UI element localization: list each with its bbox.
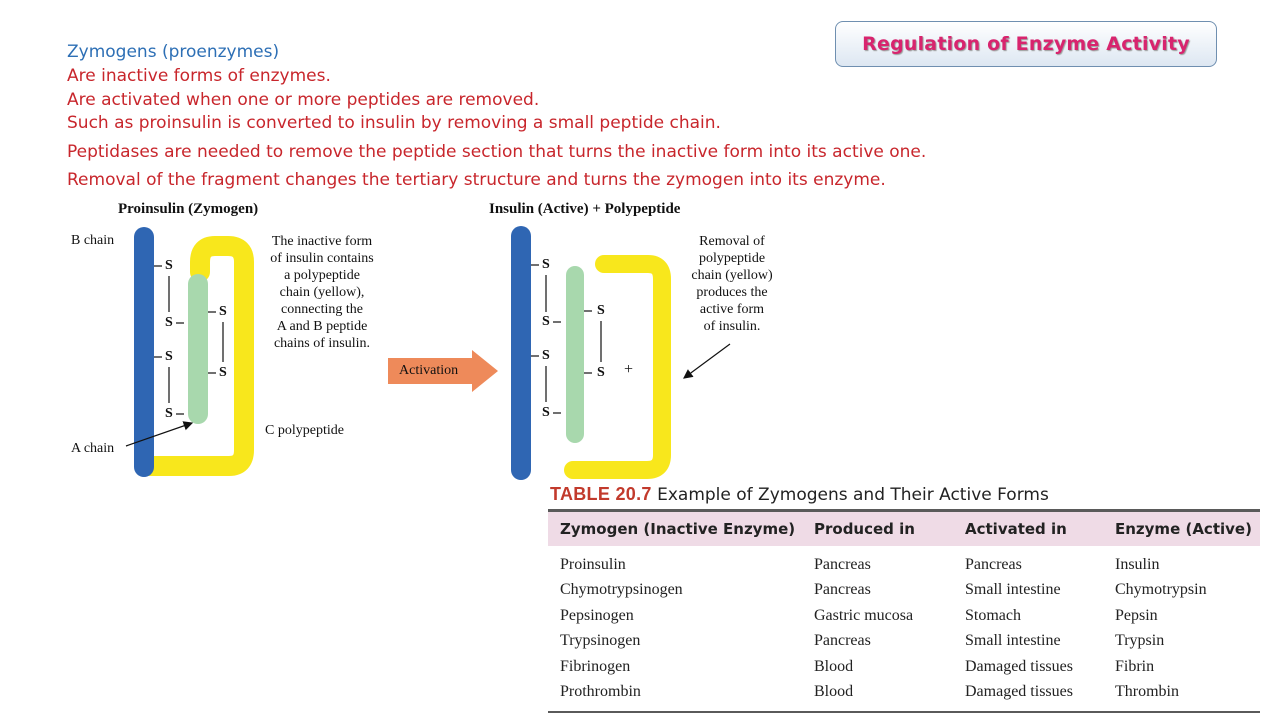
column-header: Produced in	[802, 510, 953, 546]
intro-heading: Zymogens (proenzymes)	[67, 42, 280, 62]
sulfur-label: S	[542, 314, 550, 329]
table-cell: Fibrinogen	[560, 657, 631, 675]
table-cell: Pancreas	[814, 555, 871, 573]
table-cell: Damaged tissues	[965, 657, 1073, 675]
sulfur-label: S	[597, 365, 605, 380]
table-title: TABLE 20.7 Example of Zymogens and Their…	[550, 484, 1049, 505]
intro-line: Removal of the fragment changes the tert…	[67, 170, 886, 190]
sulfur-label: S	[542, 405, 550, 420]
intro-line: Are inactive forms of enzymes.	[67, 66, 331, 86]
b-chain-left	[134, 227, 154, 477]
sulfur-label: S	[165, 258, 173, 273]
intro-line: Peptidases are needed to remove the pept…	[67, 142, 927, 162]
note-pointer	[683, 343, 731, 379]
b-chain-label: B chain	[71, 233, 115, 248]
c-polypeptide-left	[140, 236, 254, 476]
table-cell: Prothrombin	[560, 683, 641, 701]
column-header: Enzyme (Active)	[1103, 510, 1260, 546]
zymogen-table: Zymogen (Inactive Enzyme) Produced in Ac…	[548, 509, 1260, 713]
sulfur-label: S	[165, 406, 173, 421]
a-chain-label: A chain	[71, 441, 115, 456]
intro-line: Are activated when one or more peptides …	[67, 90, 540, 110]
activation-arrow	[388, 350, 498, 392]
right-diagram-title: Insulin (Active) + Polypeptide	[489, 201, 681, 217]
table-cell: Damaged tissues	[965, 683, 1073, 701]
sulfur-label: S	[219, 304, 227, 319]
column-header: Activated in	[953, 510, 1103, 546]
table-cell: Insulin	[1115, 555, 1160, 573]
table-label: TABLE 20.7	[550, 484, 652, 504]
sulfur-label: S	[165, 349, 173, 364]
left-diagram-title: Proinsulin (Zymogen)	[118, 201, 259, 217]
table-cell: Pancreas	[814, 581, 871, 599]
table-row: Pepsinogen Gastric mucosa Stomach Pepsin	[548, 603, 1260, 629]
table-cell: Thrombin	[1115, 683, 1179, 701]
a-chain-pointer	[125, 421, 194, 447]
sulfur-label: S	[542, 348, 550, 363]
activation-label: Activation	[399, 363, 459, 378]
table-cell: Proinsulin	[560, 555, 626, 573]
table-cell: Trypsin	[1115, 632, 1165, 650]
page-title: Regulation of Enzyme Activity	[862, 33, 1190, 55]
a-chain-left	[188, 274, 208, 424]
table-cell: Gastric mucosa	[814, 606, 914, 624]
proinsulin-note: The inactive form of insulin contains a …	[270, 234, 374, 351]
table-cell: Chymotrypsin	[1115, 581, 1207, 599]
b-chain-right	[511, 226, 531, 480]
table-caption: Example of Zymogens and Their Active For…	[657, 485, 1049, 505]
table-cell: Pepsinogen	[560, 606, 634, 624]
table-cell: Blood	[814, 657, 854, 675]
table-row: Fibrinogen Blood Damaged tissues Fibrin	[548, 654, 1260, 680]
c-polypeptide-label: C polypeptide	[265, 423, 344, 438]
column-header: Zymogen (Inactive Enzyme)	[548, 510, 802, 546]
table-cell: Fibrin	[1115, 657, 1155, 675]
title-box: Regulation of Enzyme Activity	[835, 21, 1217, 67]
table-row: Proinsulin Pancreas Pancreas Insulin	[548, 546, 1260, 578]
sulfur-label: S	[165, 315, 173, 330]
table-row: Prothrombin Blood Damaged tissues Thromb…	[548, 680, 1260, 713]
a-chain-right	[566, 266, 584, 443]
table-cell: Pepsin	[1115, 606, 1158, 624]
table-cell: Small intestine	[965, 581, 1061, 599]
table-row: Chymotrypsinogen Pancreas Small intestin…	[548, 578, 1260, 604]
sulfur-label: S	[542, 257, 550, 272]
table-cell: Pancreas	[814, 632, 871, 650]
table-row: Trypsinogen Pancreas Small intestine Try…	[548, 629, 1260, 655]
table-cell: Small intestine	[965, 632, 1061, 650]
table-cell: Stomach	[965, 606, 1021, 624]
c-polypeptide-right	[564, 255, 671, 479]
sulfur-label: S	[219, 365, 227, 380]
table-cell: Blood	[814, 683, 854, 701]
sulfur-label: S	[597, 303, 605, 318]
intro-line: Such as proinsulin is converted to insul…	[67, 113, 721, 133]
plus-sign: +	[624, 361, 634, 378]
table-cell: Pancreas	[965, 555, 1022, 573]
table-header-row: Zymogen (Inactive Enzyme) Produced in Ac…	[548, 510, 1260, 546]
table-cell: Trypsinogen	[560, 632, 641, 650]
insulin-note: Removal of polypeptide chain (yellow) pr…	[691, 234, 773, 334]
table-cell: Chymotrypsinogen	[560, 581, 683, 599]
